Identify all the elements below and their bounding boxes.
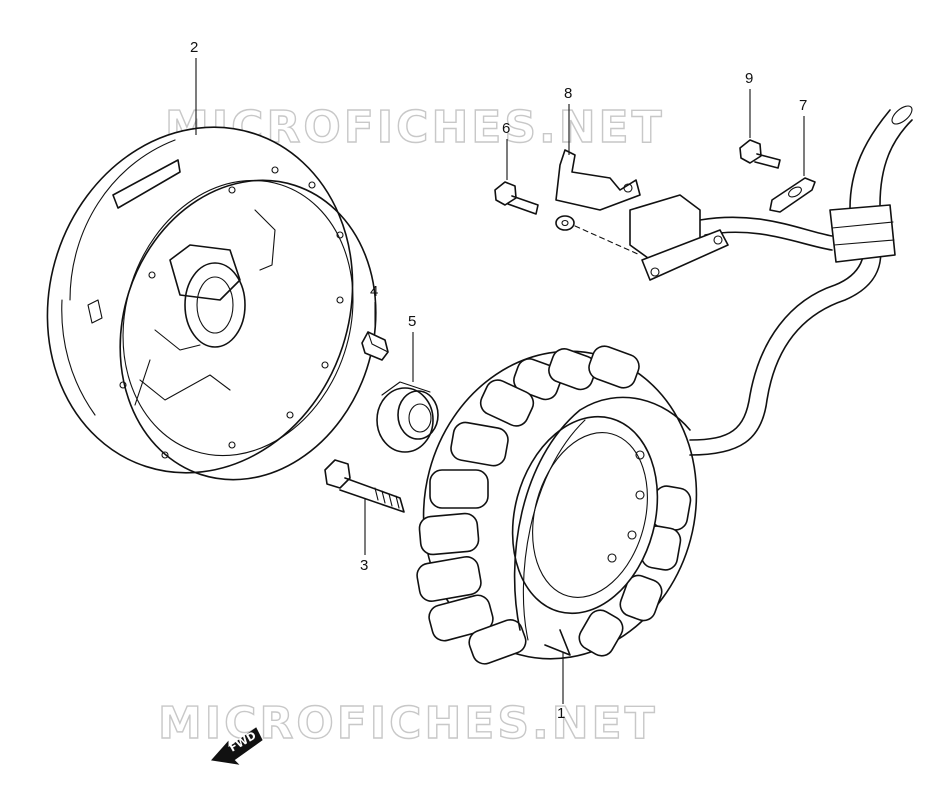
stator-poles [416, 345, 692, 665]
pickup-sensor [555, 149, 729, 281]
woodruff-key [361, 331, 389, 361]
screw-right [739, 139, 781, 169]
callout-6: 6 [502, 120, 510, 137]
callout-1: 1 [557, 705, 565, 722]
callout-7: 7 [799, 97, 807, 114]
wire-harness [689, 105, 913, 456]
spacer-collar [376, 381, 439, 453]
rotor-flywheel [46, 126, 377, 481]
bolt-long [324, 459, 405, 513]
callout-9: 9 [745, 70, 753, 87]
clamp-plate [769, 177, 816, 213]
rim-holes [119, 166, 344, 459]
screw-left [494, 181, 539, 215]
callout-8: 8 [564, 85, 572, 102]
callout-2: 2 [190, 39, 198, 56]
callout-5: 5 [408, 313, 416, 330]
stator-coil [416, 345, 698, 665]
callout-3: 3 [360, 557, 368, 574]
callouts: 2 4 5 3 1 6 8 9 7 [190, 39, 807, 722]
callout-4: 4 [370, 283, 378, 300]
